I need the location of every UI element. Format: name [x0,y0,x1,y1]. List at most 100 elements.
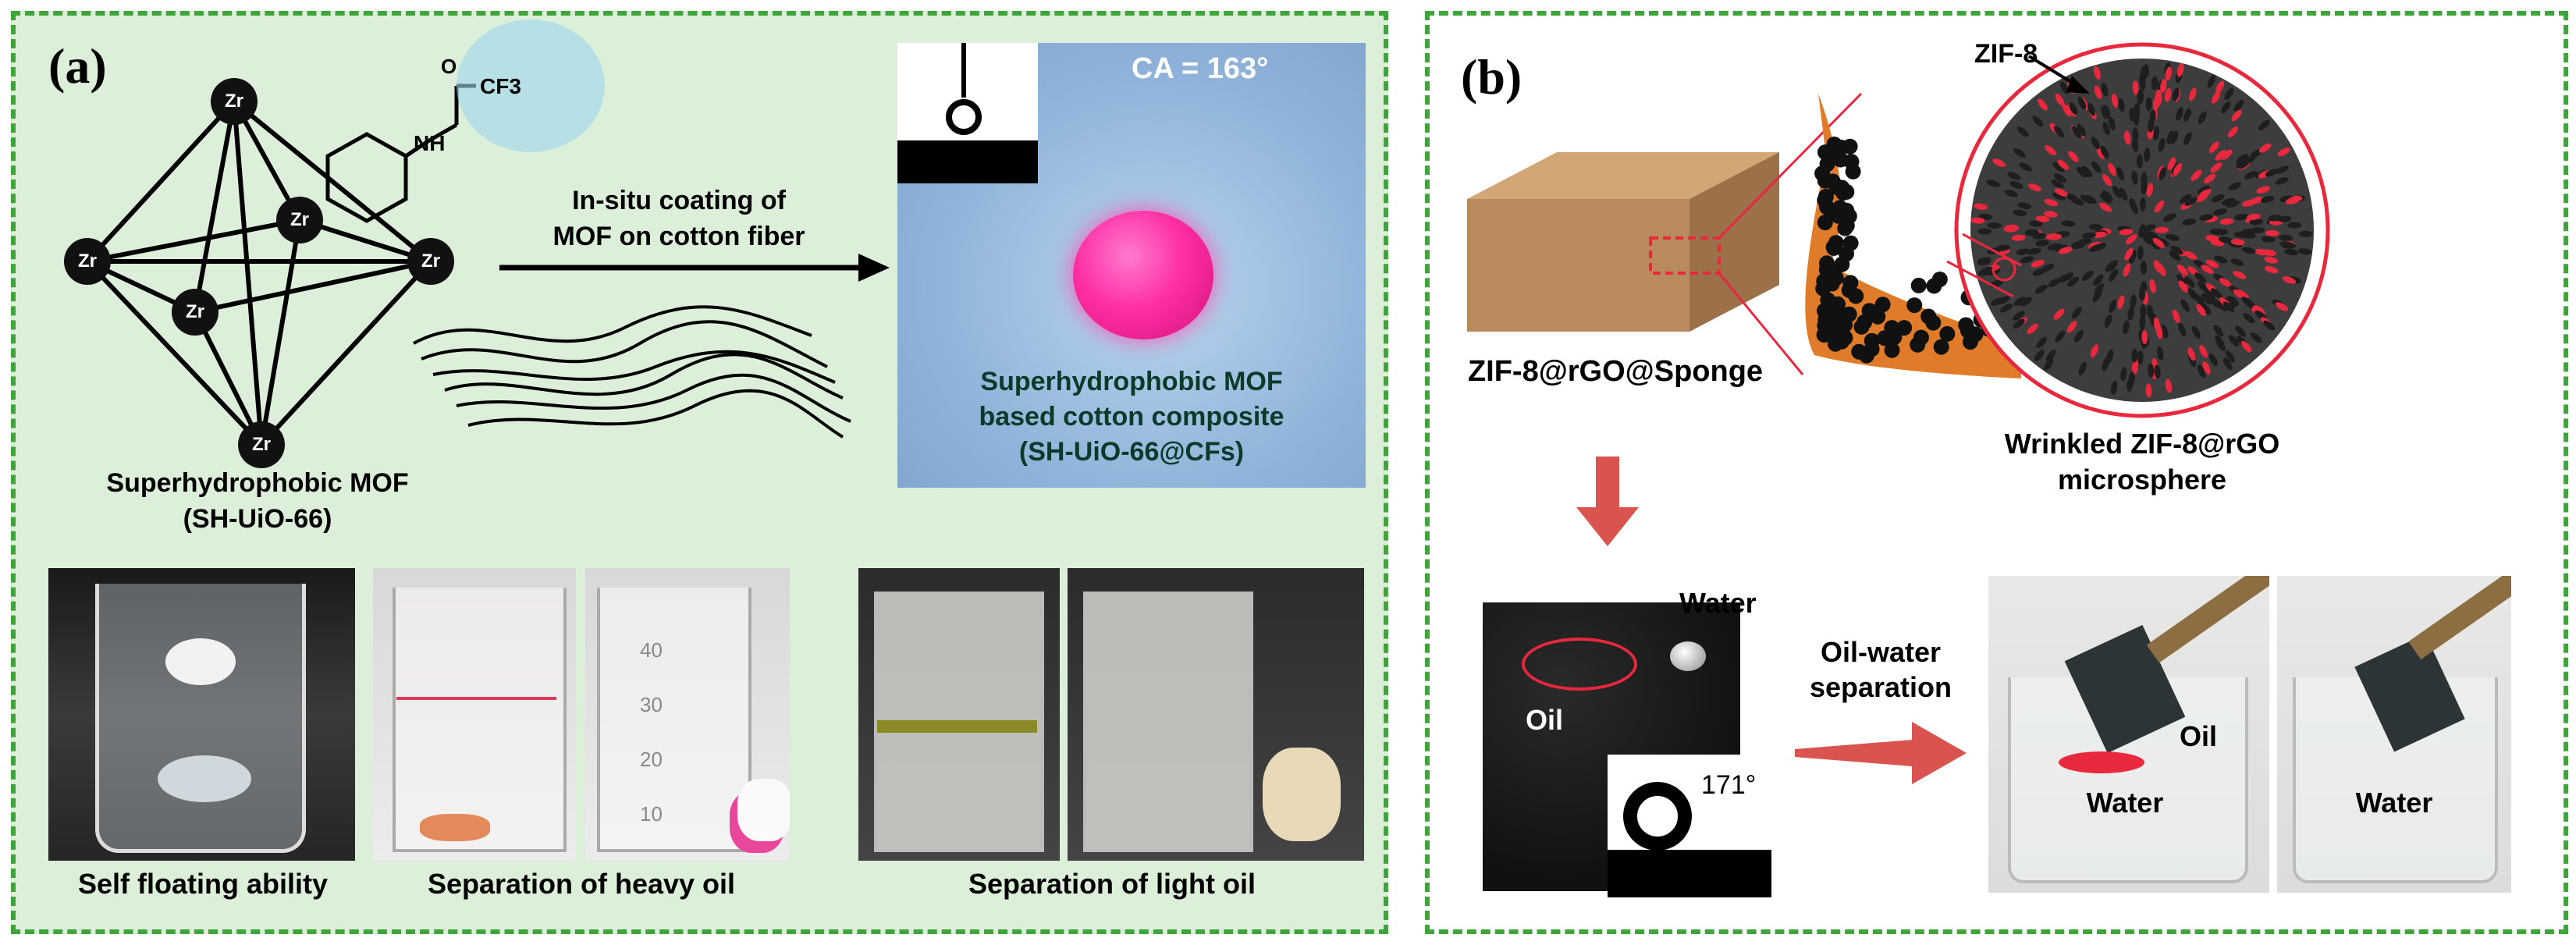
zif8-particle [2109,299,2117,313]
zif8-particle [2110,381,2118,395]
zif8-particle [2031,260,2045,268]
zif8-particle [2227,296,2240,306]
zif8-particle [2154,260,2162,274]
separation-text-line1: Oil-water [1820,636,1942,668]
zif8-particle [2178,322,2187,336]
zif8-particle [2199,214,2214,221]
sponge-block [1467,152,1779,332]
zif8-particle [2158,137,2166,152]
strut-particle [1821,147,1837,164]
microsphere-label-line1: Wrinkled ZIF-8@rGO [2004,428,2280,460]
zif8-particle [2072,126,2082,139]
zif8-particle [2241,199,2256,207]
photo-water-label-2: Water [2355,787,2433,819]
zif8-particle [2233,289,2246,299]
zif8-particle [2210,162,2222,173]
strut-particle [1931,272,1948,287]
zif8-particle [2198,364,2206,378]
zif8-particle [2244,170,2258,179]
zif8-particle [2277,147,2290,157]
strut-particle [1864,341,1880,357]
zif8-particle [2172,309,2180,323]
cotton-fibers [413,305,851,439]
zif8-particle [2093,66,2101,80]
zif8-particle [2009,181,2023,189]
zif8-particle [2210,288,2222,299]
zoom-line-2 [1718,272,1804,375]
zif8-particle [2204,173,2216,184]
strut-particle [1939,325,1956,342]
zif8-particle [2053,308,2065,320]
zif8-particle [2028,220,2043,227]
zif8-particle [2137,350,2144,365]
zif8-particle [2172,87,2180,101]
zif8-particle [2251,332,2262,343]
zif8-particle [2101,105,2109,119]
zif8-particle [2183,108,2192,122]
group-cf3-label: CF3 [480,74,521,98]
zif8-particle [2211,194,2225,203]
zif8-particle [2141,172,2148,187]
zif8-particle [2093,243,2107,251]
zif8-particle [2077,166,2088,178]
zif8-particle [2020,256,2034,264]
zr-atom-left: Zr [64,238,111,285]
zif8-particle [2167,157,2176,171]
zif8-particle [2080,194,2093,204]
zif8-particle [1992,158,2006,167]
zif8-particle [2069,101,2078,115]
zif8-particle [2279,234,2294,241]
zoom-circle-small [1992,257,2016,282]
zif8-particle [2119,187,2128,201]
zif8-particle [2087,102,2096,116]
zif8-particle [1981,266,1995,274]
zif8-particle [2152,126,2160,140]
zif8-particle [2048,278,2061,288]
zif8-particle [2204,288,2215,299]
photo-water-label-1: Water [2086,787,2164,819]
zif8-particle [2210,297,2222,308]
zif8-particle [2130,294,2137,309]
zif8-particle [2282,242,2297,249]
zif8-particle [2139,197,2146,211]
zif8-particle [2034,284,2048,294]
zif8-particle [2215,150,2226,161]
zif8-particle [2141,224,2156,232]
zif8-particle [2258,119,2270,130]
strut-particle [1848,288,1864,304]
zoom-line-4 [1946,260,2014,298]
zif8-particle [2233,271,2247,279]
zif8-particle [2154,201,2165,213]
zif8-particle [2141,66,2148,80]
zif8-particle [2004,190,2018,197]
zif8-particle [2077,123,2087,137]
heavy-oil-photo-1 [373,568,576,861]
zif8-particle [2036,336,2047,349]
zif8-particle [2153,317,2161,332]
zif8-particle [2123,263,2131,277]
strut-particle [1861,303,1878,319]
zif8-pointer-head [2066,76,2090,94]
zif8-particle [2149,109,2156,124]
zr-atom-bottom: Zr [238,421,285,468]
zif8-particle [2215,80,2225,94]
zif8-particle [2013,311,2025,321]
light-oil-photo-2 [1068,568,1364,861]
separation-text-line2: separation [1809,671,1952,703]
zr-atom-top: Zr [211,78,258,125]
heavy-oil-photo-2: 40 30 20 10 [585,568,790,861]
zif8-particle [2081,232,2096,239]
contact-angle-value: CA = 163° [1132,52,1269,85]
zif8-particle [2071,240,2086,248]
strut-particle [1817,172,1833,189]
zif8-particle [2198,189,2212,198]
water-droplet [1073,211,1213,339]
light-oil-photo-1 [858,568,1060,861]
coating-text-line2: MOF on cotton fiber [553,222,805,251]
zif8-particle [2099,202,2112,212]
zif8-particle [2261,236,2276,243]
zif8-particle [2052,162,2065,172]
zif8-particle [2219,236,2233,243]
strut-particle [1842,138,1858,155]
